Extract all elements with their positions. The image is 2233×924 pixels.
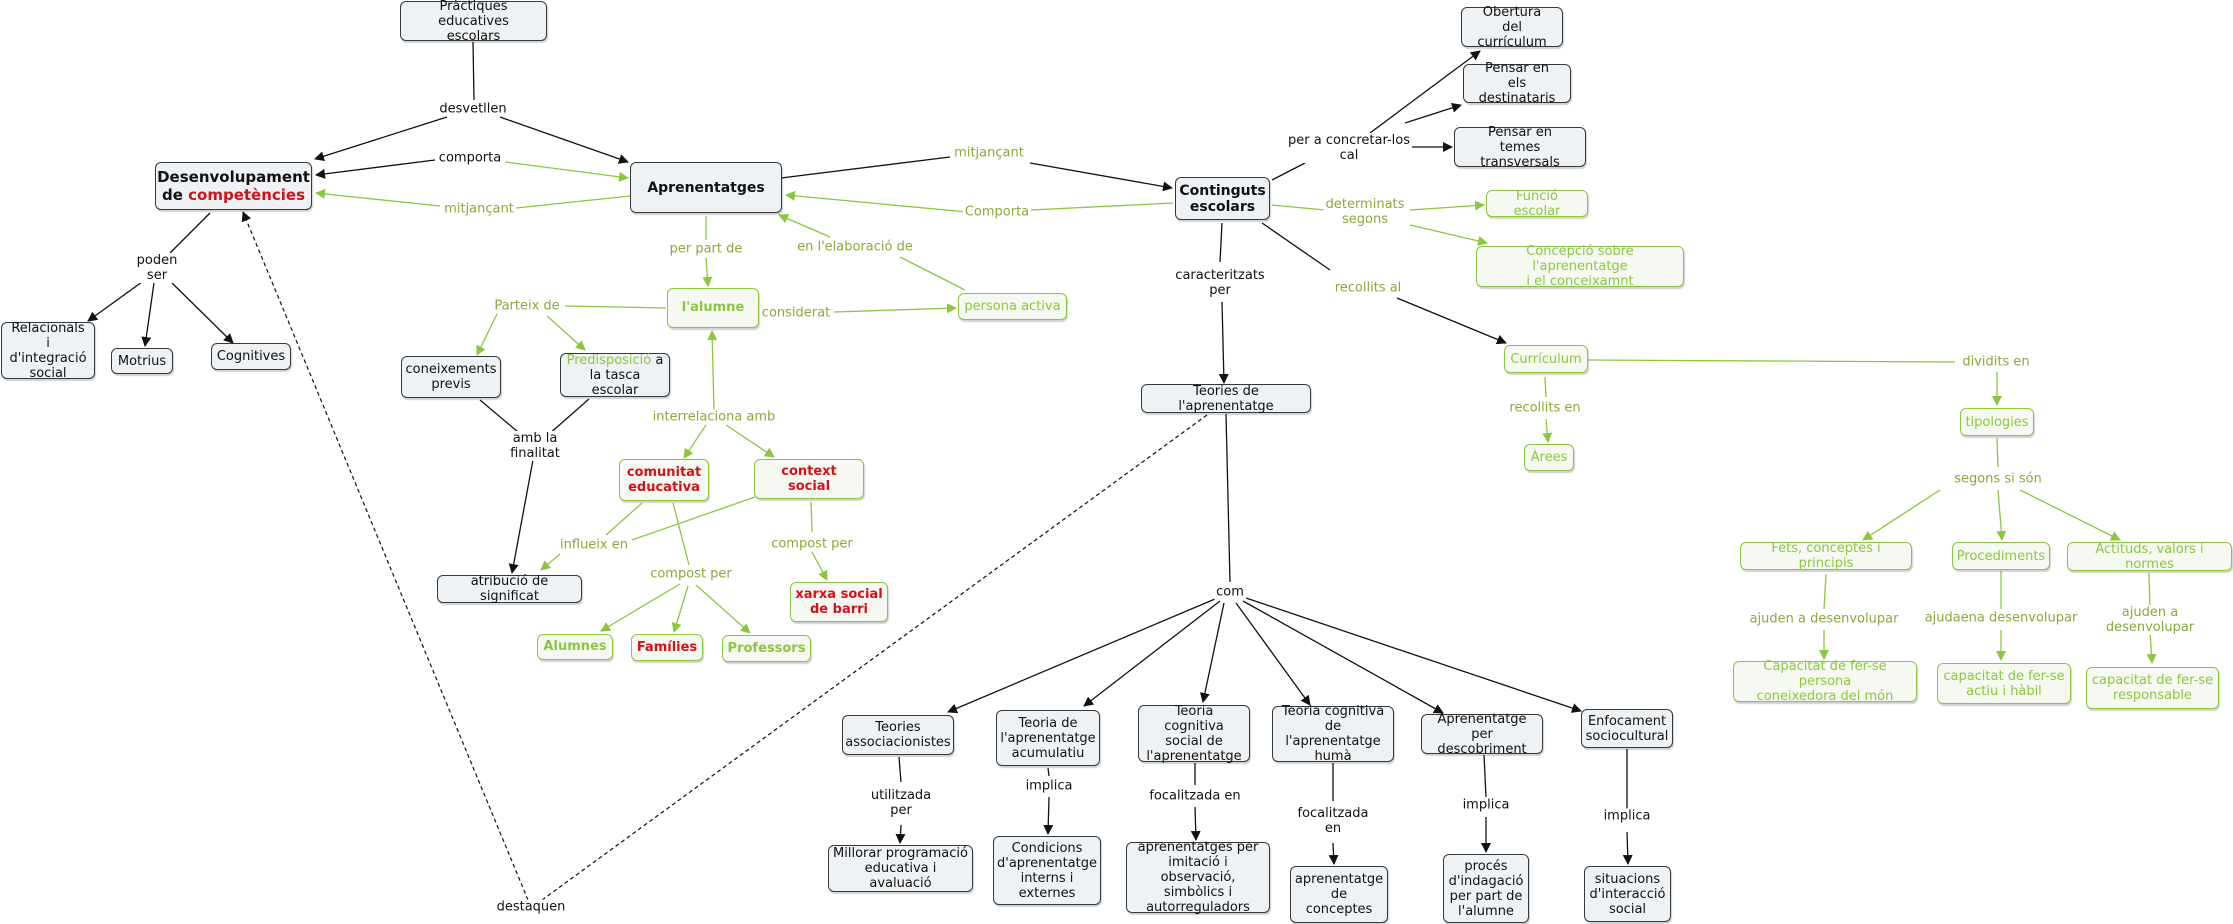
node-procediments[interactable]: Procediments xyxy=(1952,542,2050,570)
link-label-compost-per-comunitat: compost per xyxy=(648,566,734,582)
node-aprenentatge-descobriment[interactable]: Aprenentatge per descobriment xyxy=(1421,712,1543,757)
node-pensar-destinataris[interactable]: Pensar en els destinataris xyxy=(1463,61,1571,106)
link-label-comporta: comporta xyxy=(436,150,504,166)
node-capacitat-persona[interactable]: Capacitat de fer-se persona coneixedora … xyxy=(1733,659,1917,704)
link-label-compost-per-context: compost per xyxy=(769,536,855,552)
link-label-considerat: considerat xyxy=(759,305,833,321)
node-alumne[interactable]: l'alumne xyxy=(667,288,759,328)
node-actituds[interactable]: Actituds, valors i normes xyxy=(2067,542,2232,572)
node-cognitives[interactable]: Cognitives xyxy=(211,343,291,370)
link-label-ajuden-actituds: ajuden a desenvolupar xyxy=(2103,605,2197,635)
link-label-comporta-green: Comporta xyxy=(962,204,1032,220)
link-label-per-part-de: per part de xyxy=(667,241,745,257)
link-label-ajuden-fets: ajuden a desenvolupar xyxy=(1747,611,1901,627)
node-arees[interactable]: Àrees xyxy=(1524,444,1574,471)
node-teoria-cognitiva-huma[interactable]: Teoria cognitiva de l'aprenentatge humà xyxy=(1272,704,1394,764)
node-families[interactable]: Famílies xyxy=(631,634,703,661)
node-coneixements-previs[interactable]: coneixements previs xyxy=(401,356,501,398)
node-desenvolupament-text: Desenvolupament de competències xyxy=(157,168,310,204)
link-label-recollits-en: recollits en xyxy=(1507,400,1583,416)
link-label-poden-ser: poden ser xyxy=(134,253,180,283)
node-motrius[interactable]: Motrius xyxy=(111,348,173,374)
node-curriculum[interactable]: Currículum xyxy=(1504,345,1588,373)
node-situacions-interaccio[interactable]: situacions d'interacció social xyxy=(1584,866,1671,922)
node-capacitat-actiu[interactable]: capacitat de fer-se actiu i hàbil xyxy=(1937,663,2071,704)
node-predisposicio[interactable]: Predisposició a la tasca escolar xyxy=(560,353,670,398)
node-capacitat-responsable[interactable]: capacitat de fer-se responsable xyxy=(2086,667,2219,709)
node-concepcio-aprenentatge[interactable]: Concepció sobre l'aprenentatge i el conc… xyxy=(1476,244,1684,289)
node-teories-associacionistes[interactable]: Teories associacionistes xyxy=(842,715,954,755)
node-aprenentatges[interactable]: Aprenentatges xyxy=(630,162,782,213)
link-label-en-lelaboracio: en l'elaboració de xyxy=(795,239,915,255)
link-label-determinats-segons: determinats segons xyxy=(1323,197,1407,227)
node-practiques-educatives[interactable]: Pràctiques educatives escolars xyxy=(400,0,547,44)
node-persona-activa[interactable]: persona activa xyxy=(958,293,1067,320)
node-teoria-acumulatiu[interactable]: Teoria de l'aprenentatge acumulatiu xyxy=(996,710,1100,766)
link-label-dividits-en: dividits en xyxy=(1960,354,2032,370)
node-predisposicio-text: Predisposició a la tasca escolar xyxy=(565,353,665,398)
link-label-per-a-concretar: per a concretar-los cal xyxy=(1286,133,1412,163)
link-label-utilitzada-per: utilitzada per xyxy=(868,788,934,818)
link-label-ajudaena-procediments: ajudaena desenvolupar xyxy=(1922,610,2080,626)
link-label-parteix-de: Parteix de xyxy=(492,298,562,314)
node-desenvolupament-competencies[interactable]: Desenvolupament de competències xyxy=(155,162,312,210)
node-alumnes[interactable]: Alumnes xyxy=(537,634,613,660)
link-label-desvetllen: desvetllen xyxy=(437,101,509,117)
link-label-com: com xyxy=(1214,584,1246,600)
node-fets-conceptes[interactable]: Fets, conceptes i principis xyxy=(1740,541,1912,571)
link-label-implica-sociocultural: implica xyxy=(1601,808,1653,824)
link-label-amb-la-finalitat: amb la finalitat xyxy=(508,431,562,461)
competencies-label: competències xyxy=(188,186,306,204)
node-tipologies[interactable]: tipologies xyxy=(1960,408,2034,436)
link-label-focalitzada-en: focalitzada en xyxy=(1147,788,1243,804)
link-label-interrelaciona: interrelaciona amb xyxy=(650,409,778,425)
link-label-focalitzada-en-huma: focalitzada en xyxy=(1295,806,1371,836)
node-teories-aprenentatge[interactable]: Teories de l'aprenentatge xyxy=(1141,384,1311,414)
node-teoria-cognitiva-social[interactable]: Teoria cognitiva social de l'aprenentatg… xyxy=(1138,704,1250,764)
node-xarxa-social[interactable]: xarxa social de barri xyxy=(790,582,888,622)
node-condicions[interactable]: Condicions d'aprenentatge interns i exte… xyxy=(993,836,1101,905)
node-pensar-temes[interactable]: Pensar en temes transversals xyxy=(1454,125,1586,170)
node-comunitat-educativa[interactable]: comunitat educativa xyxy=(619,459,709,501)
node-aprenentatge-conceptes[interactable]: aprenentatge de conceptes xyxy=(1290,866,1388,923)
node-context-social[interactable]: context social xyxy=(754,459,864,499)
link-label-segons-si-son: segons si són xyxy=(1952,471,2044,487)
link-label-mitjancant-top: mitjançant xyxy=(952,145,1026,161)
link-label-destaquen: destaquen xyxy=(494,899,568,915)
predisposicio-rest: a la tasca escolar xyxy=(589,352,664,398)
link-label-recollits-al: recollits al xyxy=(1332,280,1404,296)
node-millorar-programacio[interactable]: Millorar programació educativa i avaluac… xyxy=(828,845,973,892)
link-label-caracteritzats: caracteritzats per xyxy=(1173,268,1267,298)
node-atribucio-significat[interactable]: atribució de significat xyxy=(437,574,582,604)
link-label-influeix-en: influeix en xyxy=(558,537,630,553)
desenvolupament-label: Desenvolupament de xyxy=(157,168,310,204)
link-label-implica-acumulatiu: implica xyxy=(1023,778,1075,794)
node-proces-indagacio[interactable]: procés d'indagació per part de l'alumne xyxy=(1443,854,1529,923)
node-aprenentatges-imitacio[interactable]: aprenentatges per imitació i observació,… xyxy=(1126,840,1270,915)
node-enfocament-sociocultural[interactable]: Enfocament sociocultural xyxy=(1581,709,1673,748)
node-relacionals[interactable]: Relacionals i d'integració social xyxy=(1,321,95,381)
link-label-mitjancant-left: mitjançant xyxy=(442,201,516,217)
node-professors[interactable]: Professors xyxy=(722,635,811,662)
node-funcio-escolar[interactable]: Funció escolar xyxy=(1486,189,1588,219)
link-label-implica-descobriment: implica xyxy=(1460,797,1512,813)
node-continguts-escolars[interactable]: Continguts escolars xyxy=(1175,177,1270,220)
predisposicio-label: Predisposició xyxy=(566,352,652,368)
node-obertura-curriculum[interactable]: Obertura del currículum xyxy=(1461,5,1563,50)
